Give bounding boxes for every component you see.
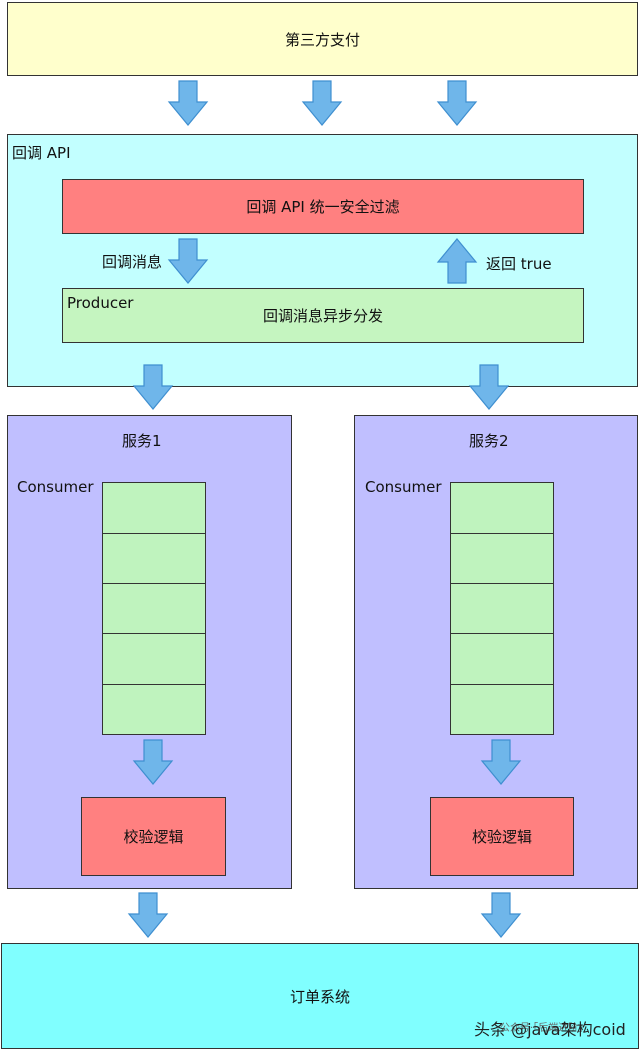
up-arrow-icon xyxy=(436,238,478,284)
order-system-box: 订单系统 xyxy=(1,943,639,1049)
queue-slot xyxy=(103,583,205,633)
queue-slot xyxy=(103,684,205,734)
service-2-validation-box: 校验逻辑 xyxy=(430,797,574,876)
watermark-sub: 公众号·「后端进阶」 xyxy=(500,1023,589,1034)
third-party-payment-box: 第三方支付 xyxy=(7,2,638,76)
down-arrow-icon xyxy=(167,80,209,126)
service-1-validation-box: 校验逻辑 xyxy=(81,797,226,876)
queue-slot xyxy=(103,633,205,684)
queue-slot xyxy=(451,684,553,734)
producer-label: 回调消息异步分发 xyxy=(262,307,383,325)
service-1-validation-label: 校验逻辑 xyxy=(123,828,184,846)
callback-message-label: 回调消息 xyxy=(102,253,163,271)
queue-slot xyxy=(103,483,205,533)
watermark-text: 头条 @java架构coid xyxy=(474,1020,626,1039)
down-arrow-icon xyxy=(127,892,169,938)
service-2-consumer-label: Consumer xyxy=(365,478,442,496)
queue-slot xyxy=(451,633,553,684)
down-arrow-icon xyxy=(468,364,510,410)
security-filter-box: 回调 API 统一安全过滤 xyxy=(62,179,584,234)
producer-title: Producer xyxy=(67,294,134,312)
callback-api-title: 回调 API xyxy=(12,144,71,162)
service-1-consumer-label: Consumer xyxy=(17,478,94,496)
service-2-consumer-queue xyxy=(450,482,554,735)
down-arrow-icon xyxy=(480,892,522,938)
service-1-title: 服务1 xyxy=(122,432,162,450)
queue-slot xyxy=(451,533,553,583)
callback-api-container: 回调 API xyxy=(7,134,638,387)
order-system-label: 订单系统 xyxy=(289,987,350,1006)
service-1-consumer-queue xyxy=(102,482,206,735)
down-arrow-icon xyxy=(167,238,209,284)
queue-slot xyxy=(451,483,553,533)
service-2-title: 服务2 xyxy=(469,432,509,450)
down-arrow-icon xyxy=(132,364,174,410)
down-arrow-icon xyxy=(480,739,522,785)
queue-slot xyxy=(451,583,553,633)
service-2-validation-label: 校验逻辑 xyxy=(471,828,532,846)
security-filter-label: 回调 API 统一安全过滤 xyxy=(246,198,400,216)
down-arrow-icon xyxy=(132,739,174,785)
down-arrow-icon xyxy=(301,80,343,126)
queue-slot xyxy=(103,533,205,583)
producer-box: Producer 回调消息异步分发 xyxy=(62,288,584,343)
return-true-label: 返回 true xyxy=(486,255,552,273)
down-arrow-icon xyxy=(436,80,478,126)
third-party-payment-label: 第三方支付 xyxy=(284,30,360,49)
